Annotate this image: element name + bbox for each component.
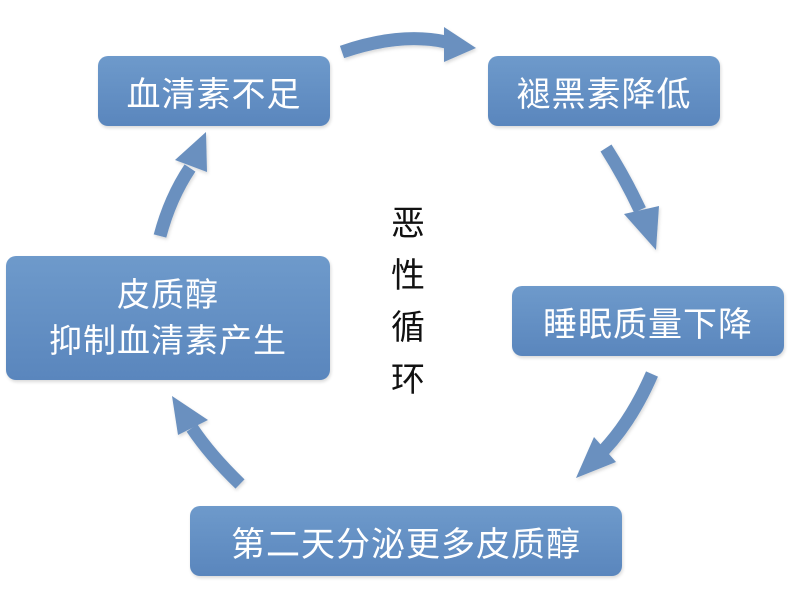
node-cortisol-inhibits-serotonin: 皮质醇 抑制血清素产生: [6, 256, 330, 380]
arrow-melatonin-to-sleep: [600, 144, 659, 250]
center-label-char: 恶: [391, 204, 425, 244]
node-label: 睡眠质量下降: [543, 304, 753, 345]
node-label-line-2: 抑制血清素产生: [49, 321, 287, 360]
arrow-cortisol-to-inhibit: [172, 396, 245, 489]
node-serotonin-deficiency: 血清素不足: [98, 56, 330, 126]
center-label-char: 环: [391, 360, 425, 400]
node-melatonin-decrease: 褪黑素降低: [488, 56, 720, 126]
node-label: 第二天分泌更多皮质醇: [231, 524, 581, 565]
arrow-sleep-to-cortisol: [576, 371, 658, 478]
node-next-day-cortisol: 第二天分泌更多皮质醇: [190, 506, 622, 576]
center-label-char: 性: [391, 256, 425, 296]
node-label: 褪黑素降低: [516, 74, 692, 115]
center-label-vicious-cycle: 恶 性 循 环: [384, 198, 432, 406]
node-label: 血清素不足: [126, 74, 302, 115]
node-label-line-1: 皮质醇: [117, 275, 219, 314]
node-sleep-quality-decline: 睡眠质量下降: [512, 286, 784, 356]
center-label-char: 循: [391, 308, 425, 348]
arrow-inhibit-to-serotonin: [153, 132, 207, 238]
arrow-serotonin-to-melatonin: [339, 27, 476, 62]
